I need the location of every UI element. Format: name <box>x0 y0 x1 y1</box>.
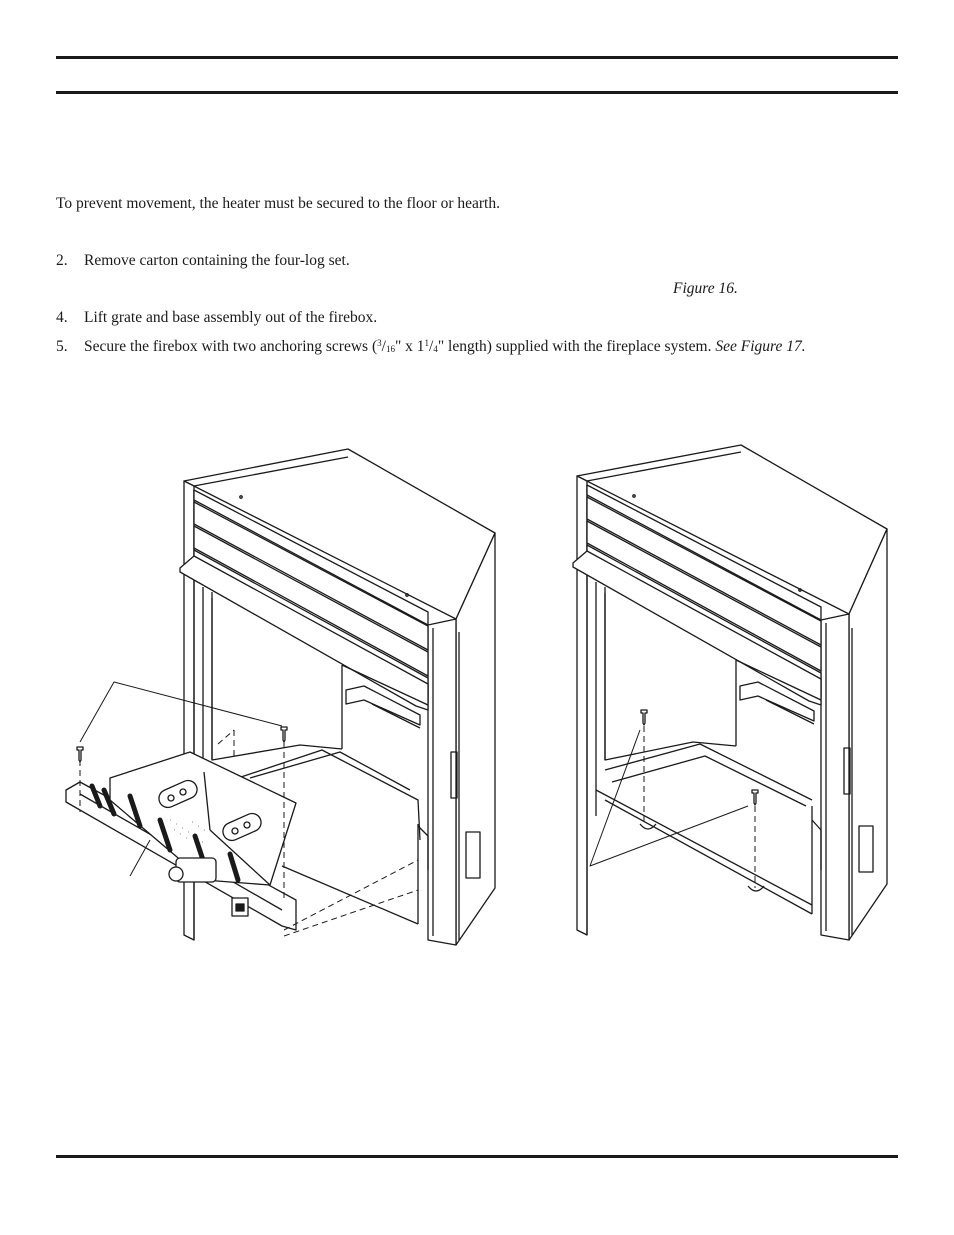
control-knob-icon <box>169 867 183 881</box>
burner-port <box>156 778 200 811</box>
fraction-numerator: 1 <box>424 338 430 348</box>
cabinet-front-pillar <box>428 619 456 945</box>
louver-panel <box>194 502 428 650</box>
cabinet-left-side <box>577 476 587 935</box>
screw-icon <box>281 727 287 742</box>
header-rule-top <box>56 56 898 59</box>
screw-icon <box>752 790 758 805</box>
fraction-denominator: 16 <box>385 344 395 354</box>
step-text: " length) supplied with the fireplace sy… <box>437 338 716 355</box>
ember-bed <box>170 820 205 842</box>
louver-panel <box>194 490 428 625</box>
cabinet-front-pillar <box>821 614 849 940</box>
louver-panel <box>587 497 821 645</box>
figure-16-reference: Figure 16. <box>673 280 738 297</box>
figure-17-illustration <box>573 445 887 940</box>
step-text: Lift grate and base assembly out of the … <box>84 309 378 326</box>
step-text: Secure the firebox with two anchoring sc… <box>84 338 378 355</box>
screw-icon <box>641 710 647 725</box>
fraction-numerator: 3 <box>377 338 382 348</box>
figure-16-illustration <box>66 449 495 945</box>
louver-panel <box>194 526 428 676</box>
step-number: 4. <box>56 309 68 326</box>
step-4: 4. Lift grate and base assembly out of th… <box>56 309 377 327</box>
burner-port <box>220 811 264 844</box>
fraction-denominator: 4 <box>433 344 438 354</box>
screw-icon <box>77 747 83 762</box>
step-5: 5. Secure the firebox with two anchoring … <box>56 338 806 355</box>
footer-rule <box>56 1155 898 1158</box>
step-text: Remove carton containing the four-log se… <box>84 252 350 269</box>
firebox-hood <box>573 551 821 705</box>
firebox-hood <box>180 556 428 710</box>
step-number: 2. <box>56 252 68 269</box>
louver-panel <box>587 485 821 620</box>
step-2: 2. Remove carton containing the four-log … <box>56 252 350 270</box>
header-rule-bottom <box>56 91 898 94</box>
step-number: 5. <box>56 338 68 355</box>
step-text: " x 1 <box>394 338 425 355</box>
intro-paragraph: To prevent movement, the heater must be … <box>56 195 500 212</box>
figure-17-reference: See Figure 17. <box>715 338 806 355</box>
louver-panel <box>587 521 821 671</box>
